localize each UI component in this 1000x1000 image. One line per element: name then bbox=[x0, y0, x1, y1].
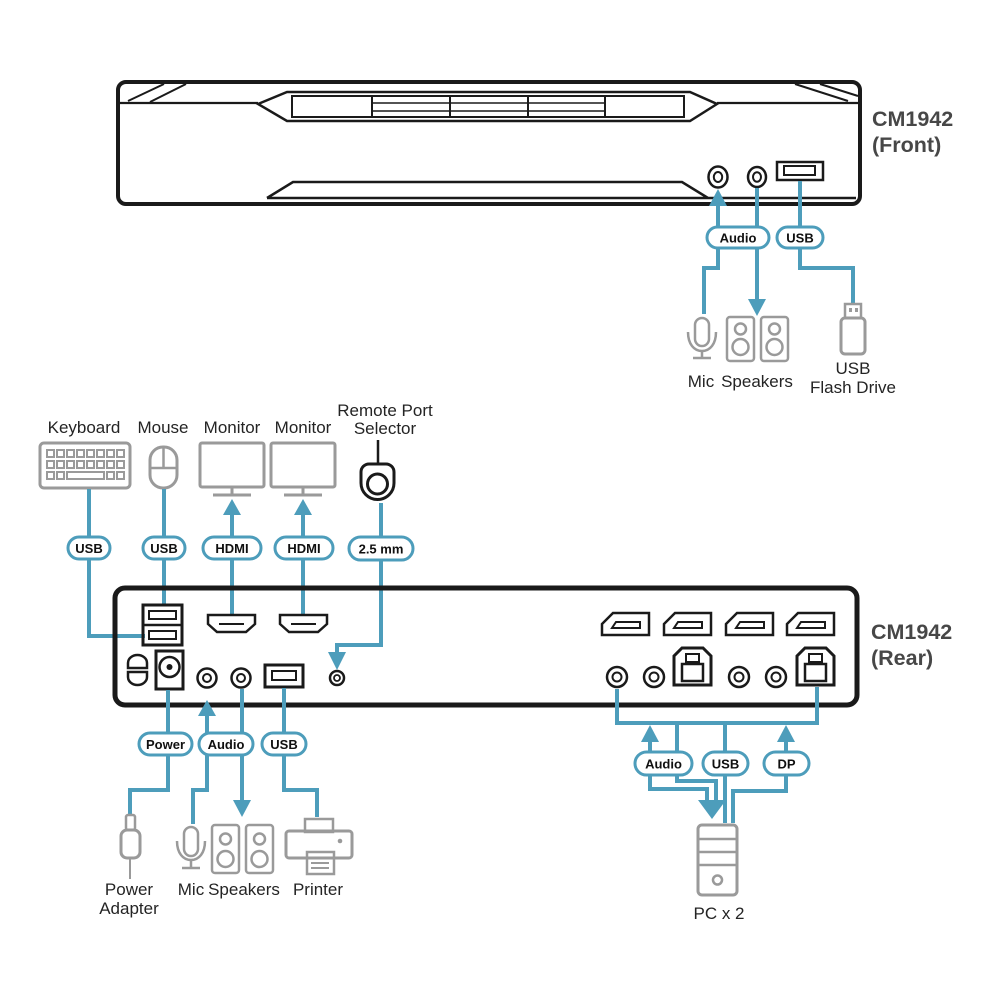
front-groove bbox=[266, 180, 856, 200]
hdmi1-pill: HDMI bbox=[201, 535, 263, 561]
grounding-terminal bbox=[126, 653, 149, 687]
rear-usb-b-port1 bbox=[672, 646, 713, 687]
front-vent-housing bbox=[255, 90, 720, 123]
printer-icon bbox=[284, 817, 354, 876]
pc-audio-pill-label: Audio bbox=[645, 757, 682, 772]
front-flash-label-line1: USB bbox=[836, 359, 871, 378]
printer-label: Printer bbox=[293, 880, 343, 899]
speakers-icon bbox=[725, 315, 790, 363]
remote-selector-down-arrow bbox=[328, 652, 346, 670]
pc-audio-pill: Audio bbox=[633, 750, 694, 777]
monitor2-up-arrow bbox=[294, 499, 312, 515]
monitor1-icon bbox=[198, 441, 266, 497]
power-pill: Power bbox=[137, 731, 194, 757]
rear-top-connection-lines bbox=[87, 489, 383, 670]
power-pill-label: Power bbox=[146, 737, 185, 752]
keyboard-usb-pill: USB bbox=[66, 535, 112, 561]
power-adapter-label-line1: Power bbox=[105, 880, 154, 899]
rear-power-jack bbox=[154, 649, 185, 691]
front-mic-jack-port bbox=[707, 165, 729, 189]
remote-selector-label-line1: Remote Port bbox=[337, 401, 433, 420]
rear-speaker-jack bbox=[230, 667, 252, 689]
keyboard-usb-pill-label: USB bbox=[75, 541, 102, 556]
pc-dp-up-arrow bbox=[777, 725, 795, 742]
pc-tower-icon bbox=[696, 823, 739, 897]
front-audio-pill-label: Audio bbox=[720, 231, 757, 246]
front-model-label-line2: (Front) bbox=[872, 133, 941, 157]
rear-hdmi1-port bbox=[206, 613, 257, 634]
rear-usb-peripheral-port bbox=[263, 663, 305, 689]
rear-dual-usb-port bbox=[141, 603, 184, 647]
rear-mic-jack bbox=[196, 667, 218, 689]
power-adapter-label-line2: Adapter bbox=[99, 899, 159, 918]
keyboard-label: Keyboard bbox=[48, 418, 121, 437]
rear-model-label-line1: CM1942 bbox=[871, 620, 952, 644]
front-speaker-jack-port bbox=[746, 165, 768, 189]
pc-down-arrow bbox=[698, 800, 726, 819]
front-usb-pill-label: USB bbox=[786, 231, 813, 246]
rear-speaker-down-arrow bbox=[233, 800, 251, 817]
rear-model-label-line2: (Rear) bbox=[871, 646, 933, 670]
rear-mic-icon bbox=[175, 825, 207, 870]
pc-usb-pill: USB bbox=[701, 750, 750, 777]
rear-speakers-label: Speakers bbox=[208, 880, 280, 899]
front-panel-device bbox=[116, 80, 862, 206]
front-usb-pill: USB bbox=[775, 225, 825, 250]
monitor2-label: Monitor bbox=[275, 418, 332, 437]
rear-panel-device bbox=[112, 585, 860, 708]
rear-mic-up-arrow bbox=[198, 700, 216, 716]
mic-icon bbox=[686, 316, 718, 360]
front-flash-label-line2: Flash Drive bbox=[810, 378, 896, 397]
mouse-usb-pill: USB bbox=[141, 535, 187, 561]
hdmi2-pill: HDMI bbox=[273, 535, 335, 561]
front-bevel-lines bbox=[127, 83, 859, 103]
rear-25mm-jack bbox=[328, 669, 346, 687]
rear-speakers-icon bbox=[210, 823, 275, 875]
hdmi1-pill-label: HDMI bbox=[215, 541, 248, 556]
rear-usb-b-port2 bbox=[795, 646, 836, 687]
front-model-label-line1: CM1942 bbox=[872, 107, 953, 131]
mouse-label: Mouse bbox=[137, 418, 188, 437]
front-usb-port bbox=[775, 160, 825, 182]
pc-label: PC x 2 bbox=[693, 904, 744, 923]
usb-flash-drive-icon bbox=[839, 302, 867, 356]
monitor1-label: Monitor bbox=[204, 418, 261, 437]
mouse-usb-pill-label: USB bbox=[150, 541, 177, 556]
monitor1-up-arrow bbox=[223, 499, 241, 515]
remote-selector-label-line2: Selector bbox=[354, 419, 417, 438]
rear-usb-pill-left-label: USB bbox=[270, 737, 297, 752]
front-audio-pill: Audio bbox=[705, 225, 771, 250]
front-mic-label: Mic bbox=[688, 372, 715, 391]
keyboard-icon bbox=[38, 441, 132, 490]
rear-usb-pill-left: USB bbox=[260, 731, 308, 757]
jack-25mm-pill-label: 2.5 mm bbox=[359, 542, 404, 557]
rear-hdmi2-port bbox=[278, 613, 329, 634]
front-speakers-label: Speakers bbox=[721, 372, 793, 391]
jack-25mm-pill: 2.5 mm bbox=[347, 535, 415, 562]
rear-audio-pill-left: Audio bbox=[197, 731, 255, 757]
remote-port-selector-icon bbox=[359, 440, 396, 501]
hdmi2-pill-label: HDMI bbox=[287, 541, 320, 556]
rear-mic-label: Mic bbox=[178, 880, 205, 899]
pc-dp-pill: DP bbox=[762, 750, 811, 777]
pc-dp-pill-label: DP bbox=[777, 757, 795, 772]
power-adapter-icon bbox=[119, 813, 142, 879]
rear-displayport-ports bbox=[600, 611, 836, 637]
front-mic-up-arrow bbox=[709, 189, 727, 206]
front-speaker-down-arrow bbox=[748, 299, 766, 316]
mouse-icon bbox=[148, 445, 179, 490]
pc-usb-pill-label: USB bbox=[712, 757, 739, 772]
pc-audio-up-arrow bbox=[641, 725, 659, 742]
rear-audio-pill-left-label: Audio bbox=[208, 737, 245, 752]
rear-pc-audio-jacks bbox=[605, 665, 788, 689]
monitor2-icon bbox=[269, 441, 337, 497]
